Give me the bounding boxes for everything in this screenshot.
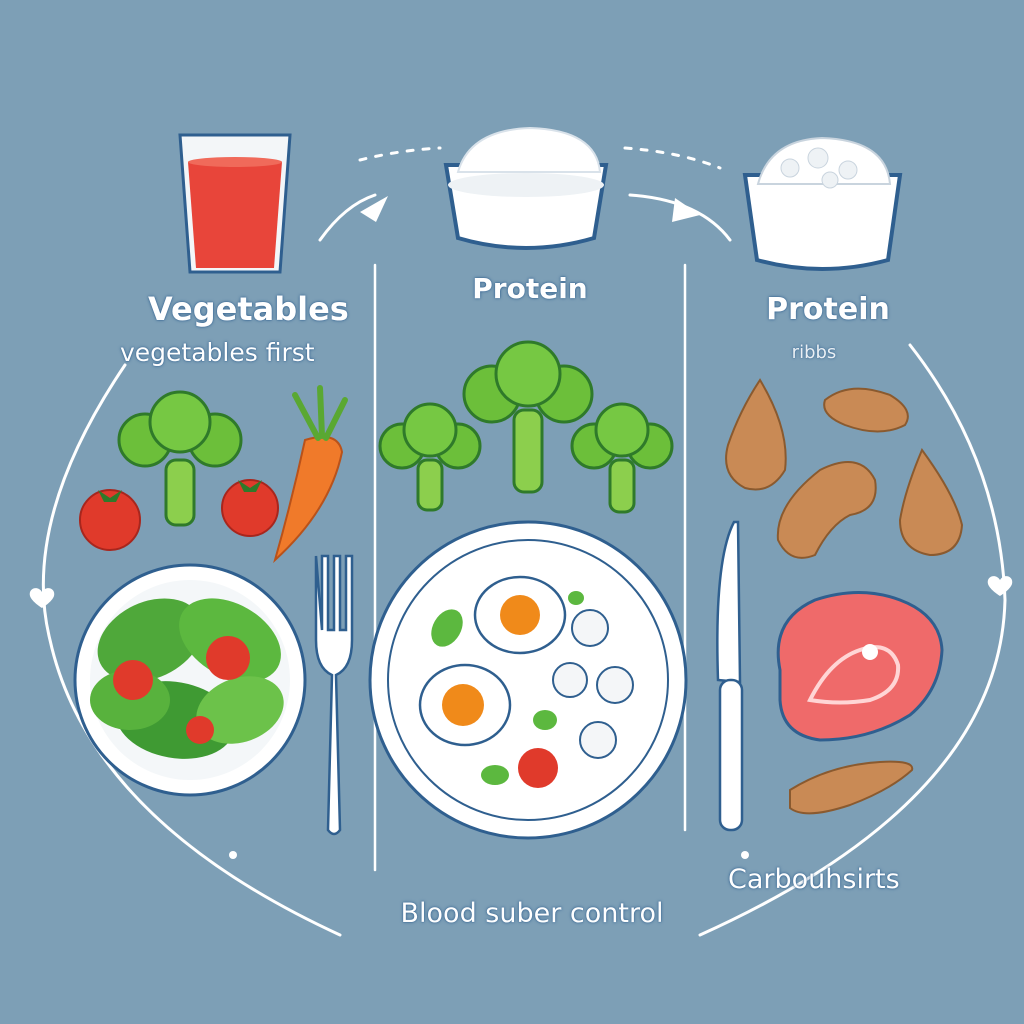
tomato-icon bbox=[79, 489, 141, 551]
arrow-head-icon bbox=[360, 196, 388, 222]
fork-icon bbox=[314, 554, 354, 836]
protein-right-label: Protein bbox=[766, 292, 890, 327]
protein-center-label: Protein bbox=[472, 272, 588, 305]
dot-marker bbox=[741, 851, 749, 859]
top-right-dashes bbox=[623, 146, 722, 170]
salad-plate-icon bbox=[73, 563, 307, 797]
salmon-steak-icon bbox=[776, 591, 944, 742]
vegetables-title: Vegetables bbox=[148, 290, 349, 328]
arrow-head-icon bbox=[672, 198, 700, 222]
broccoli-icon bbox=[117, 390, 243, 527]
meat-pieces bbox=[725, 378, 964, 815]
rice-bowl-icon bbox=[443, 126, 609, 250]
vegetables-subtitle: vegetables first bbox=[120, 338, 315, 367]
heart-icon bbox=[987, 576, 1013, 596]
cottage-cheese-bowl-icon bbox=[742, 136, 903, 271]
juice-glass-icon bbox=[178, 133, 292, 274]
right-arc bbox=[698, 343, 1007, 937]
carbohydrates-label: Carbouhsirts bbox=[728, 864, 900, 895]
meat-piece-icon bbox=[776, 461, 877, 559]
protein-right-subtitle: ribbs bbox=[791, 342, 837, 363]
top-left-arc bbox=[318, 193, 377, 242]
knife-icon bbox=[716, 520, 744, 832]
flow-lines bbox=[41, 146, 1007, 937]
left-arc bbox=[41, 363, 342, 937]
footer-caption: Blood suber control bbox=[400, 898, 664, 929]
hearts bbox=[29, 576, 1013, 608]
meat-piece-icon bbox=[898, 447, 964, 557]
egg-plate-icon bbox=[368, 520, 688, 840]
broccoli-icon bbox=[570, 402, 674, 514]
carrot-icon bbox=[273, 385, 348, 564]
broccoli-icon bbox=[378, 402, 482, 512]
heart-icon bbox=[29, 588, 55, 608]
meat-piece-icon bbox=[725, 378, 787, 491]
meat-piece-icon bbox=[789, 760, 914, 815]
broccoli-icon bbox=[462, 340, 594, 494]
arrow-heads bbox=[360, 196, 700, 222]
meat-piece-icon bbox=[823, 387, 909, 433]
dot-marker bbox=[229, 851, 237, 859]
top-left-dashes bbox=[358, 146, 442, 162]
tomato-icon bbox=[221, 479, 279, 537]
